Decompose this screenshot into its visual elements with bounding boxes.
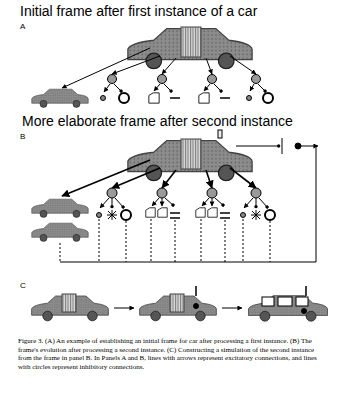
panel-c-simulation (32, 286, 328, 321)
figure-caption: Figure 3. (A) An example of establishing… (18, 337, 323, 371)
panel-heading: Initial frame after first instance of a … (20, 3, 257, 19)
panel-b-frame (32, 130, 318, 262)
panel-letter: A (20, 22, 25, 31)
panel-heading: More elaborate frame after second instan… (22, 113, 293, 129)
panel-letter: B (20, 132, 25, 141)
panel-letter: C (20, 281, 26, 290)
panel-a-frame (32, 27, 273, 107)
